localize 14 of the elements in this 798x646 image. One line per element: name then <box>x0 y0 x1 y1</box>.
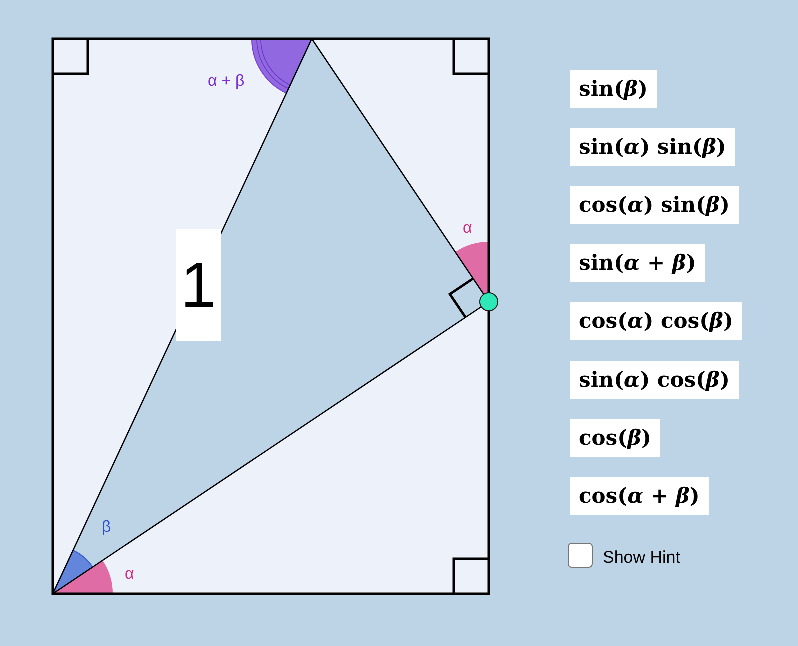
angle-label: α + β <box>208 73 245 91</box>
formula-card: cos(α) cos(β) <box>570 302 742 340</box>
angle-label: β <box>102 519 112 537</box>
angle-label: α <box>125 566 134 584</box>
formula-card: sin(α) cos(β) <box>570 361 739 399</box>
checkbox-label: Show Hint <box>603 548 680 568</box>
formula-card: cos(α + β) <box>570 477 709 515</box>
formula-card: sin(β) <box>570 70 657 108</box>
angle-label: α <box>463 220 472 238</box>
formula-card: cos(α) sin(β) <box>570 186 739 224</box>
formula-card: sin(α) sin(β) <box>570 128 736 166</box>
formula-card: sin(α + β) <box>570 244 706 282</box>
length-label: 1 <box>176 229 221 341</box>
formula-card: cos(β) <box>570 419 660 457</box>
